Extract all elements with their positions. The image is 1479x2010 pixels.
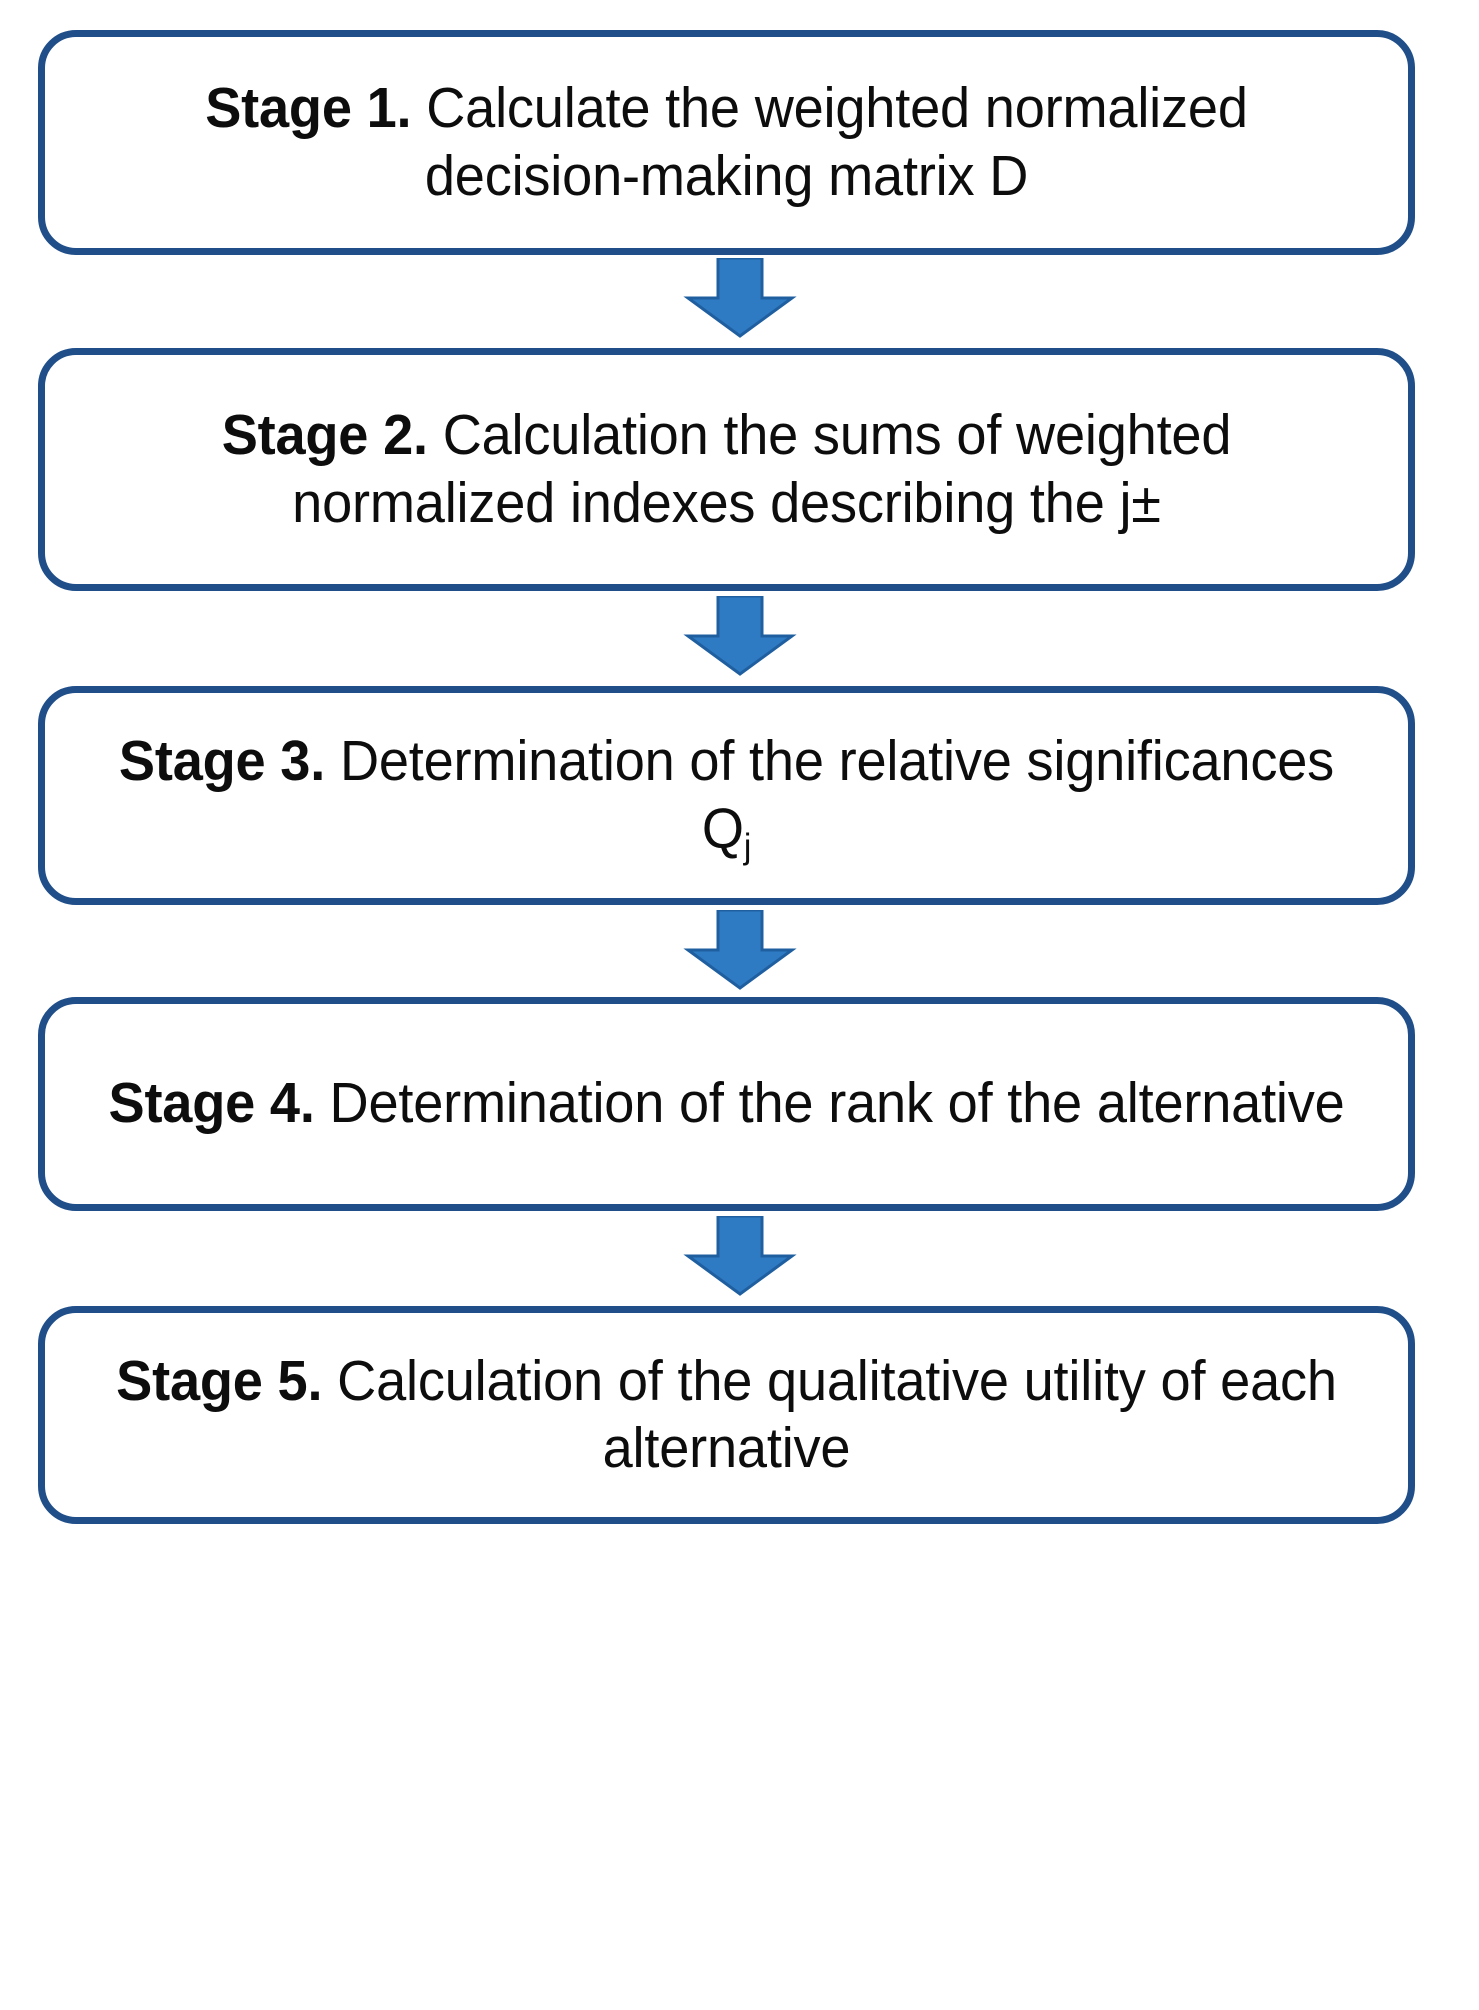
stage-4-label: Stage 4.: [108, 1071, 315, 1136]
arrow-down-icon: [682, 1216, 797, 1296]
stage-1-label: Stage 1.: [205, 76, 412, 141]
arrow-down-icon: [682, 596, 797, 676]
stage-5-body: Calculation of the qualitative utility o…: [337, 1348, 1337, 1480]
flowchart-node-stage-4: Stage 4. Determination of the rank of th…: [38, 997, 1415, 1211]
stage-5-label: Stage 5.: [116, 1348, 323, 1413]
stage-4-body: Determination of the rank of the alterna…: [329, 1071, 1345, 1136]
stage-3-subscript: j: [743, 826, 752, 866]
stage-2-text: Stage 2. Calculation the sums of weighte…: [79, 402, 1374, 537]
stage-3-label: Stage 3.: [118, 729, 326, 794]
stage-3-body: Determination of the relative significan…: [339, 729, 1335, 861]
stage-1-body: Calculate the weighted normalized decisi…: [424, 76, 1248, 208]
flowchart-node-stage-3: Stage 3. Determination of the relative s…: [38, 686, 1415, 905]
stage-4-text: Stage 4. Determination of the rank of th…: [84, 1070, 1369, 1137]
stage-2-body: Calculation the sums of weighted normali…: [292, 403, 1232, 535]
stage-5-text: Stage 5. Calculation of the qualitative …: [79, 1348, 1374, 1483]
flowchart-node-stage-2: Stage 2. Calculation the sums of weighte…: [38, 348, 1415, 591]
arrow-down-icon: [682, 910, 797, 990]
stage-2-label: Stage 2.: [221, 403, 428, 468]
arrow-down-icon: [682, 258, 797, 338]
stage-3-text: Stage 3. Determination of the relative s…: [79, 728, 1374, 863]
flowchart-node-stage-1: Stage 1. Calculate the weighted normaliz…: [38, 30, 1415, 255]
flowchart-node-stage-5: Stage 5. Calculation of the qualitative …: [38, 1306, 1415, 1524]
stage-1-text: Stage 1. Calculate the weighted normaliz…: [79, 75, 1374, 210]
